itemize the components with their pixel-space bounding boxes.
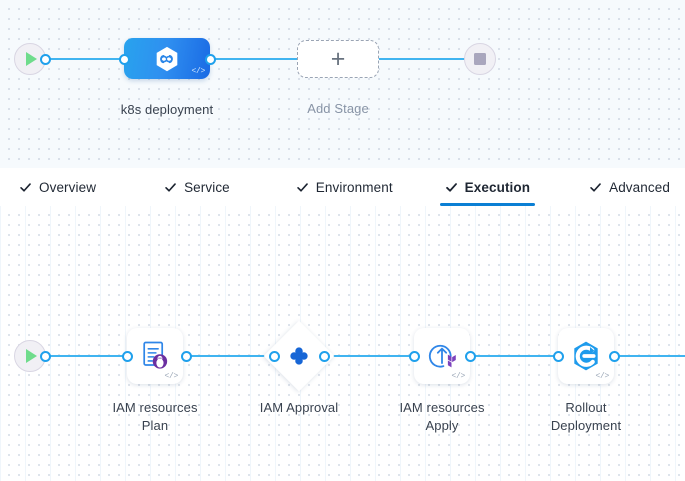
port-step1-out[interactable] bbox=[180, 350, 192, 362]
step-label-line1: Rollout bbox=[565, 400, 607, 415]
tab-service[interactable]: Service bbox=[151, 168, 243, 206]
port-step4-out[interactable] bbox=[608, 350, 620, 362]
step-label-line2: Plan bbox=[141, 418, 169, 433]
tab-execution[interactable]: Execution bbox=[432, 168, 543, 206]
stop-icon bbox=[474, 53, 486, 65]
step-label-rollout-deployment: Rollout Deployment bbox=[521, 399, 651, 435]
port-stage1-in[interactable] bbox=[118, 53, 130, 65]
wire-start-to-step1 bbox=[40, 355, 130, 357]
tab-label-advanced: Advanced bbox=[609, 179, 670, 195]
wire-step4-to-next bbox=[614, 355, 685, 357]
check-icon bbox=[297, 182, 308, 192]
port-step2-in[interactable] bbox=[268, 350, 280, 362]
play-icon bbox=[26, 52, 37, 66]
wire-step2-to-step3 bbox=[324, 355, 414, 357]
port-exec-start-out[interactable] bbox=[40, 350, 51, 362]
terraform-apply-refresh-icon bbox=[428, 344, 456, 368]
step-node-iam-resources-apply[interactable]: </> bbox=[414, 328, 470, 384]
step-label-iam-resources-plan: IAM resources Plan bbox=[90, 399, 220, 435]
tab-label-overview: Overview bbox=[39, 179, 97, 195]
step-node-iam-resources-plan[interactable]: </> bbox=[127, 328, 183, 384]
stage-node-k8s-deployment[interactable]: </> bbox=[124, 38, 210, 79]
tab-advanced[interactable]: Advanced bbox=[576, 168, 683, 206]
port-step4-in[interactable] bbox=[552, 350, 564, 362]
step-code-badge[interactable]: </> bbox=[451, 372, 465, 381]
check-icon bbox=[20, 182, 31, 192]
check-icon bbox=[445, 182, 457, 192]
step-label-line1: IAM Approval bbox=[259, 400, 339, 415]
approval-flower-icon bbox=[290, 347, 308, 365]
add-stage-label: Add Stage bbox=[307, 101, 369, 116]
diamond-content bbox=[285, 342, 313, 370]
wire-step3-to-step4 bbox=[470, 355, 558, 357]
check-icon bbox=[165, 182, 176, 192]
stage-code-badge[interactable]: </> bbox=[191, 67, 205, 76]
tab-overview[interactable]: Overview bbox=[6, 168, 109, 206]
active-tab-indicator bbox=[439, 203, 536, 206]
wire-stage1-to-addstage bbox=[210, 58, 302, 60]
step-label-iam-approval: IAM Approval bbox=[234, 399, 364, 417]
tab-environment[interactable]: Environment bbox=[283, 168, 406, 206]
plus-icon: + bbox=[330, 44, 346, 73]
step-node-iam-approval[interactable] bbox=[263, 320, 335, 392]
argo-rollouts-hexagon-icon bbox=[574, 341, 598, 371]
stage-tabs: Overview Service Environment Execution bbox=[0, 168, 685, 207]
pipeline-end-node[interactable] bbox=[464, 43, 496, 75]
tab-label-service: Service bbox=[184, 179, 230, 195]
port-step1-in[interactable] bbox=[121, 350, 133, 362]
port-step3-out[interactable] bbox=[464, 350, 476, 362]
step-label-line1: IAM resources bbox=[112, 400, 198, 415]
play-icon bbox=[26, 349, 37, 363]
port-start-out[interactable] bbox=[40, 53, 51, 65]
terraform-plan-document-icon bbox=[143, 341, 168, 369]
add-stage-button[interactable]: + bbox=[297, 40, 379, 78]
step-label-line1: IAM resources bbox=[399, 400, 485, 415]
step-node-rollout-deployment[interactable]: </> bbox=[558, 328, 614, 384]
wire-start-to-stage1 bbox=[40, 58, 128, 60]
step-code-badge[interactable]: </> bbox=[164, 372, 178, 381]
step-code-badge[interactable]: </> bbox=[595, 372, 609, 381]
tab-label-environment: Environment bbox=[315, 179, 393, 195]
step-label-line2: Apply bbox=[425, 418, 459, 433]
step-label-line2: Deployment bbox=[550, 418, 622, 433]
port-stage1-out[interactable] bbox=[204, 53, 216, 65]
check-icon bbox=[590, 182, 601, 192]
stage-canvas[interactable]: </> k8s deployment + Add Stage bbox=[0, 0, 685, 168]
port-step2-out[interactable] bbox=[318, 350, 330, 362]
stage-label-k8s-deployment: k8s deployment bbox=[120, 102, 214, 117]
step-label-iam-resources-apply: IAM resources Apply bbox=[377, 399, 507, 435]
tab-label-execution: Execution bbox=[464, 179, 531, 195]
kubernetes-hexagon-icon bbox=[156, 46, 178, 71]
execution-canvas[interactable]: </> IAM resources Plan IAM A bbox=[0, 206, 685, 481]
wire-step1-to-step2 bbox=[186, 355, 274, 357]
port-step3-in[interactable] bbox=[408, 350, 420, 362]
wire-addstage-to-end bbox=[375, 58, 473, 60]
